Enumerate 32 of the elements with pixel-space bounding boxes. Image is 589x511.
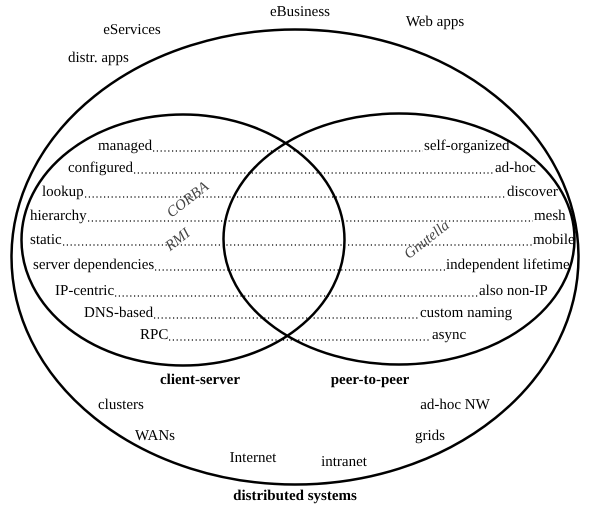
set-label: distributed systems <box>233 488 357 504</box>
text-label: eServices <box>103 22 161 38</box>
text-label: clusters <box>98 397 144 413</box>
text-label: mobile <box>533 232 575 248</box>
text-label: hierarchy <box>30 208 87 224</box>
set-label: client-server <box>160 372 240 388</box>
text-label: self-organized <box>424 138 510 154</box>
text-label: static <box>30 232 62 248</box>
text-label: custom naming <box>420 305 512 321</box>
text-label: discover <box>507 184 558 200</box>
text-label: lookup <box>42 184 84 200</box>
text-label: eBusiness <box>270 4 330 20</box>
text-label: IP-centric <box>55 283 114 299</box>
text-label: ad-hoc <box>495 160 536 176</box>
text-label: distr. apps <box>68 50 129 66</box>
text-label: RPC <box>140 327 168 343</box>
text-label: Web apps <box>406 14 464 30</box>
text-label: server dependencies <box>33 257 154 273</box>
text-label: WANs <box>135 428 175 444</box>
text-label: mesh <box>534 208 566 224</box>
text-label: ad-hoc NW <box>420 397 490 413</box>
text-label: independent lifetime <box>446 257 570 273</box>
text-label: Internet <box>230 450 276 466</box>
text-label: grids <box>415 428 445 444</box>
text-label: managed <box>98 138 152 154</box>
text-label: async <box>432 327 466 343</box>
set-label: peer-to-peer <box>330 372 410 388</box>
text-label: configured <box>68 160 133 176</box>
text-label: DNS-based <box>84 305 154 321</box>
technology-label: RMI <box>162 226 194 254</box>
text-label: also non-IP <box>479 283 548 299</box>
text-label: intranet <box>321 454 367 470</box>
